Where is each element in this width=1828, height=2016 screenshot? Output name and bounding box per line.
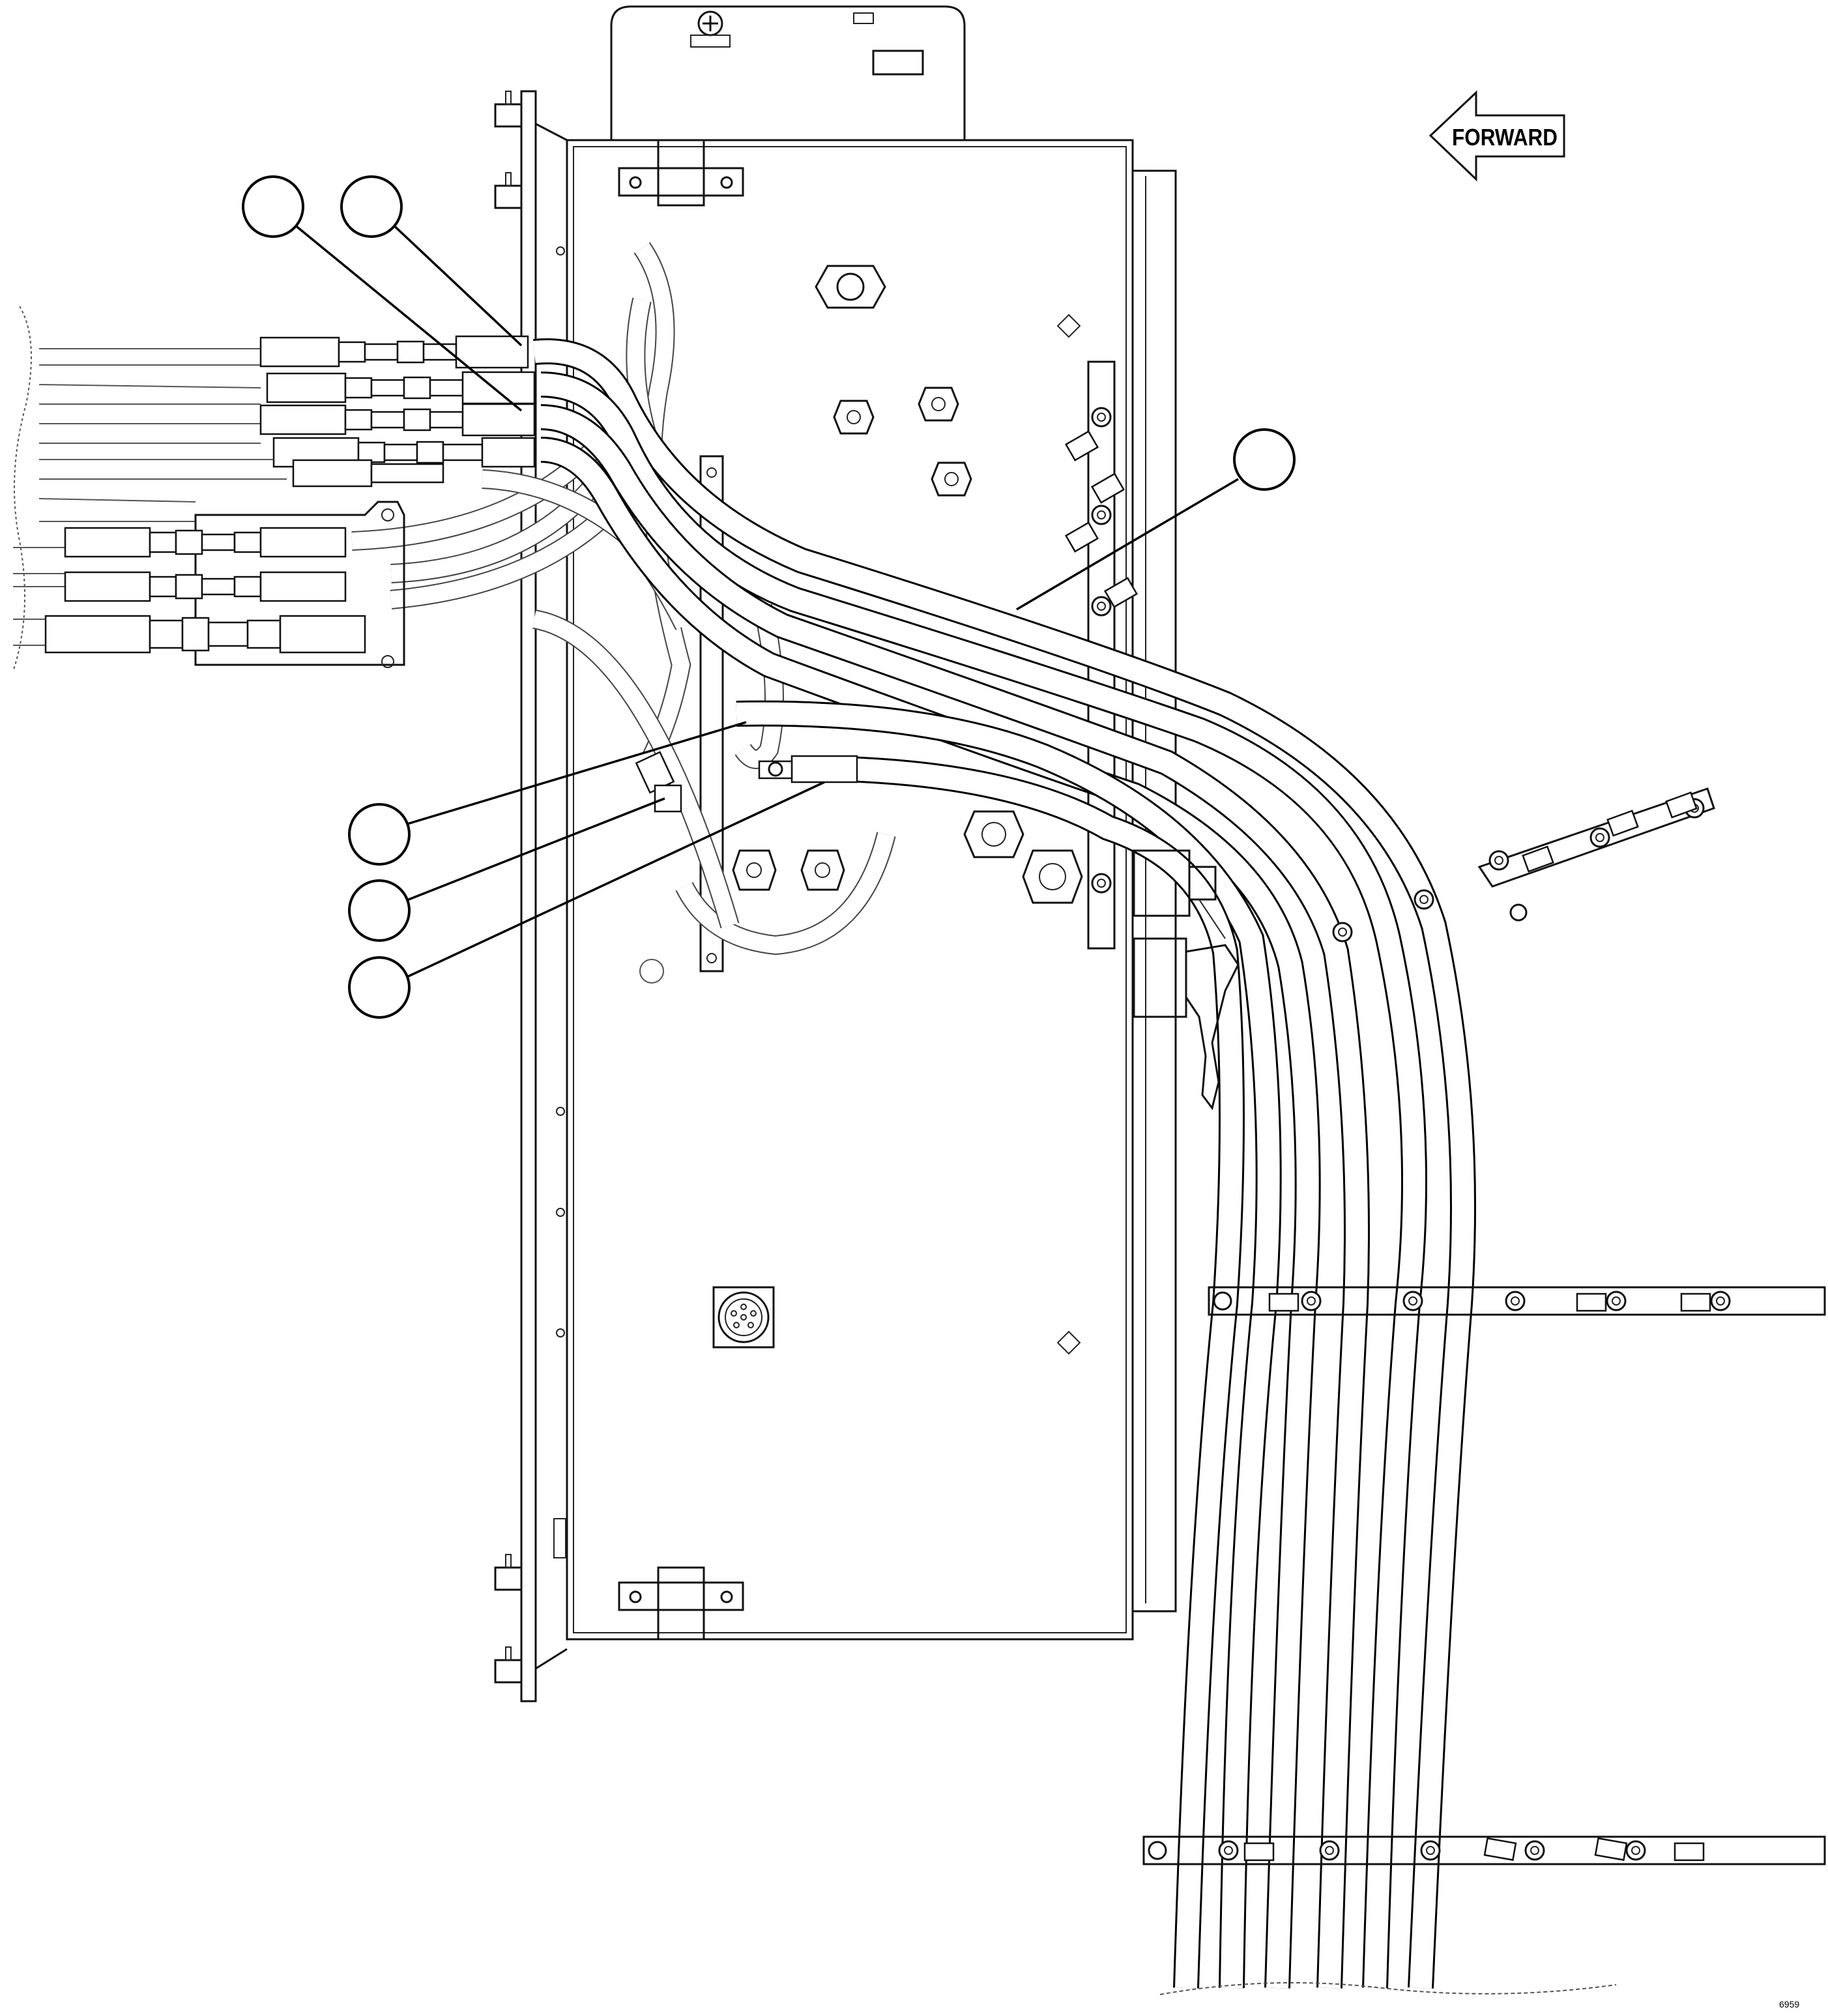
callouts <box>242 175 1296 1019</box>
bottom-clip <box>618 1566 744 1641</box>
hose-strap <box>699 455 724 972</box>
callout-1[interactable] <box>242 175 304 238</box>
main-hose-bundle <box>533 338 1476 1989</box>
lever-assembly <box>1133 849 1240 1111</box>
round-connector <box>712 1286 775 1349</box>
forward-indicator: FORWARD <box>1429 90 1565 182</box>
flange-bolts <box>494 91 523 1684</box>
terminal-nuts <box>732 387 1083 904</box>
callout-5[interactable] <box>348 879 411 942</box>
callout-6[interactable] <box>348 956 411 1019</box>
forward-label: FORWARD <box>1452 124 1558 151</box>
bottom-clamp-bar <box>1142 1835 1826 1995</box>
top-cover <box>610 5 966 140</box>
top-clip <box>618 139 744 207</box>
callout-4[interactable] <box>348 803 411 866</box>
upper-clamp-bar <box>1332 787 1715 942</box>
controller-box <box>494 90 1177 1702</box>
callout-leaders <box>289 220 1239 979</box>
left-arrow-icon <box>1429 90 1565 182</box>
callout-3[interactable] <box>1233 428 1296 491</box>
callout-2[interactable] <box>340 175 403 238</box>
left-fittings <box>12 306 536 672</box>
large-nut <box>815 265 886 309</box>
drawing-id: 6959 <box>1779 1999 1799 2009</box>
middle-clamp-bar <box>1208 1286 1826 1316</box>
